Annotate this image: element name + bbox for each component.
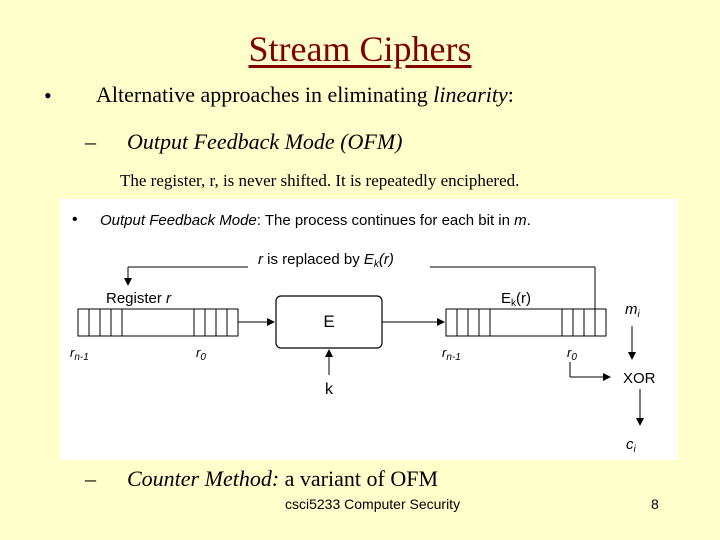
left-rn1-label: rn-1 (70, 345, 89, 363)
left-r0-sub: 0 (200, 352, 206, 363)
register-r: r (166, 290, 172, 307)
right-rn1: r (442, 345, 447, 360)
left-r0: r (196, 345, 201, 360)
xor-label: XOR (623, 370, 656, 387)
left-r0-label: r0 (196, 345, 206, 363)
key-label: k (325, 381, 334, 398)
mi-sub: i (638, 309, 641, 320)
slide-title: Stream Ciphers (248, 29, 472, 69)
ekr-label: Ek(r) (501, 290, 531, 309)
ci-sub: i (634, 444, 637, 455)
ofm-diagram: • Output Feedback Mode: The process cont… (70, 211, 656, 455)
right-r0-label: r0 (567, 345, 577, 363)
dash-marker-1: – (85, 129, 96, 154)
page-number: 8 (651, 496, 659, 512)
ci: c (626, 436, 634, 453)
replaced-text: is replaced by (263, 251, 364, 268)
subpoint-counter: Counter Method: a variant of OFM (127, 466, 438, 492)
diagram-heading: Output Feedback Mode: The process contin… (100, 212, 531, 229)
mi: m (625, 301, 638, 318)
footer-course: csci5233 Computer Security (285, 496, 461, 512)
replaced-label: r is replaced by Ek(r) (258, 251, 394, 270)
subpoint-ofm: Output Feedback Mode (OFM) (127, 129, 403, 154)
replaced-k: k (374, 259, 380, 270)
subpoint-counter-em: Counter Method: (127, 466, 280, 491)
ekr-r: (r) (516, 290, 531, 307)
replaced-e: E (364, 251, 375, 268)
subpoint-counter-rest: a variant of OFM (279, 466, 439, 491)
diagram-bullet: • (72, 211, 78, 228)
left-register (77, 308, 239, 337)
main-point-colon: : (507, 82, 514, 107)
register-note: The register, r, is never shifted. It is… (120, 171, 520, 190)
bullet-marker: • (44, 83, 52, 108)
encrypt-label: E (323, 312, 334, 331)
register-label: Register r (106, 290, 172, 307)
mi-label: mi (625, 301, 641, 320)
dash-marker-2: – (85, 466, 96, 491)
register-text: Register (106, 290, 166, 307)
left-rn1-sub: n-1 (74, 352, 88, 363)
main-point-emphasis: linearity (433, 82, 508, 107)
main-point-text: Alternative approaches in eliminating (96, 82, 428, 107)
diagram-heading-m: m (514, 212, 527, 229)
main-point: Alternative approaches in eliminating li… (96, 82, 514, 108)
left-rn1: r (70, 345, 75, 360)
ci-label: ci (626, 436, 637, 455)
diagram-heading-rest: : The process continues for each bit in (257, 212, 514, 229)
right-register (445, 308, 607, 337)
right-rn1-sub: n-1 (446, 352, 460, 363)
ekr-k: k (511, 298, 517, 309)
ekr-e: E (501, 290, 511, 307)
replaced-r: r (258, 251, 264, 268)
diagram-heading-em: Output Feedback Mode (100, 212, 257, 229)
diagram-heading-dot: . (527, 212, 531, 229)
right-r0-sub: 0 (571, 352, 577, 363)
ofm-diagram-panel: • Output Feedback Mode: The process cont… (60, 199, 678, 460)
right-r0: r (567, 345, 572, 360)
replaced-r-end: (r) (379, 251, 394, 268)
right-rn1-label: rn-1 (442, 345, 461, 363)
